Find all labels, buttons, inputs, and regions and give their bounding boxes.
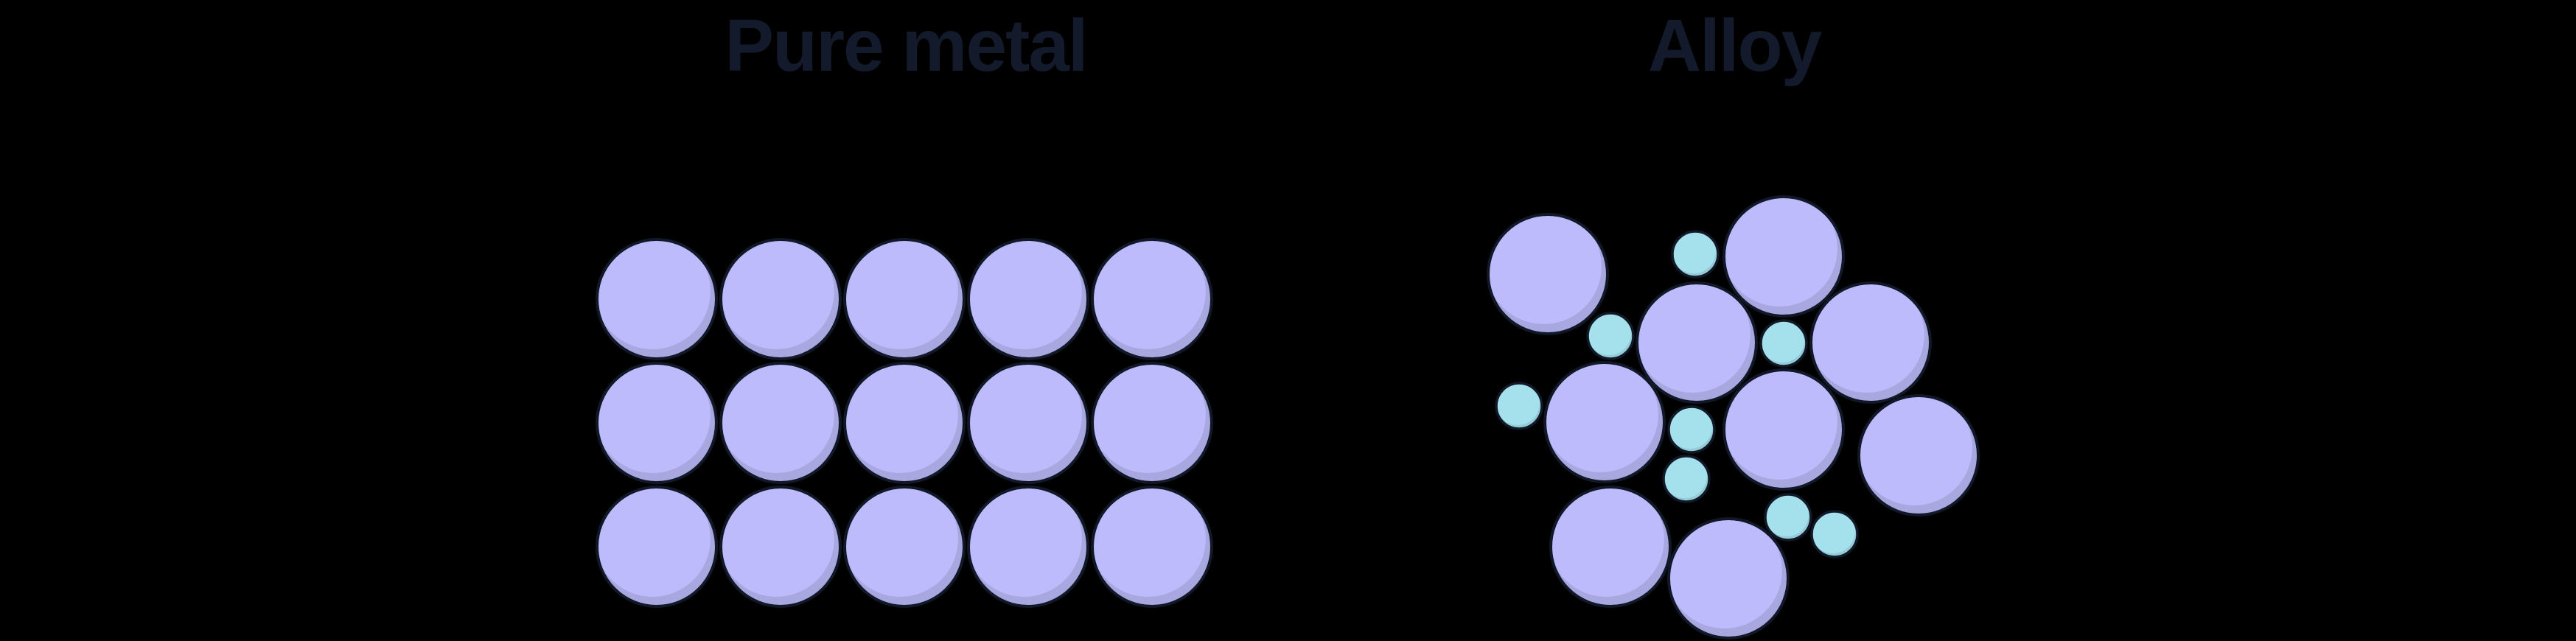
metal-atom [1091, 238, 1213, 360]
metal-atom [967, 486, 1089, 608]
pure-metal-lattice [596, 238, 1213, 608]
metal-atom [843, 238, 966, 360]
solute-atom [1810, 510, 1859, 558]
metal-atom [1667, 517, 1790, 640]
solute-atom [1764, 493, 1812, 542]
metal-atom [1722, 195, 1845, 318]
metal-atom [719, 238, 842, 360]
alloy-title: Alloy [1647, 4, 1822, 87]
metal-atom [719, 362, 842, 484]
metal-atom [1857, 394, 1980, 516]
metal-atom [596, 238, 718, 360]
metal-atom [1543, 361, 1666, 483]
alloy-lattice [1487, 195, 1980, 640]
metal-atom [1091, 486, 1213, 608]
metal-atom [843, 486, 966, 608]
solute-atom [1759, 319, 1808, 368]
solute-atom [1495, 382, 1543, 430]
solute-atom [1662, 455, 1711, 503]
metal-atom [1091, 362, 1213, 484]
metal-atom [596, 362, 718, 484]
metal-atom [596, 486, 718, 608]
pure-metal-title: Pure metal [725, 4, 1088, 87]
metal-atom [1549, 486, 1672, 608]
solute-atom [1667, 405, 1716, 454]
solute-atom [1671, 230, 1720, 279]
solute-atom [1586, 312, 1635, 360]
metal-atom [1487, 213, 1609, 335]
metal-atom [1809, 281, 1932, 404]
metal-atom [1722, 368, 1845, 491]
metal-atom [967, 362, 1089, 484]
metal-atom [843, 362, 966, 484]
metal-atom [967, 238, 1089, 360]
metal-atom [1636, 281, 1758, 404]
metal-atom [719, 486, 842, 608]
